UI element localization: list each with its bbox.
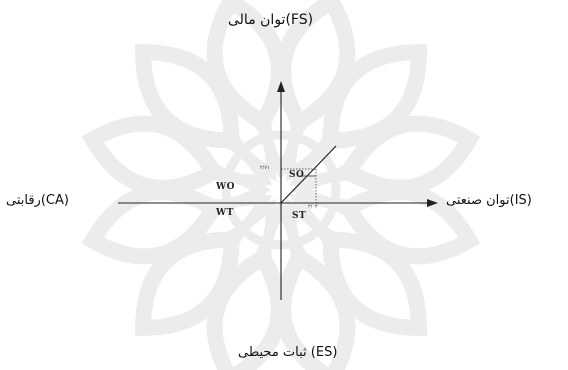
tick-y-value: ۲/۷۱ (260, 165, 270, 171)
strategy-vector (280, 145, 337, 204)
quadrant-so: SO (289, 170, 305, 180)
axis-label-bottom: ثبات محیطی (ES) (238, 345, 338, 360)
quadrant-wo: WO (216, 182, 235, 192)
quadrant-st: ST (292, 211, 307, 221)
tick-x-value: ۳/۰۴ (308, 204, 318, 210)
quadrant-wt: WT (216, 208, 234, 218)
vertical-axis-arrowhead (277, 81, 285, 92)
axis-label-right: توان صنعتی(IS) (446, 193, 532, 208)
axis-label-top: توان مالی(FS) (228, 12, 314, 28)
horizontal-axis-arrowhead (427, 199, 438, 207)
rosette-inner-petal (220, 86, 277, 182)
axis-label-left: رقابتی(CA) (6, 193, 69, 208)
